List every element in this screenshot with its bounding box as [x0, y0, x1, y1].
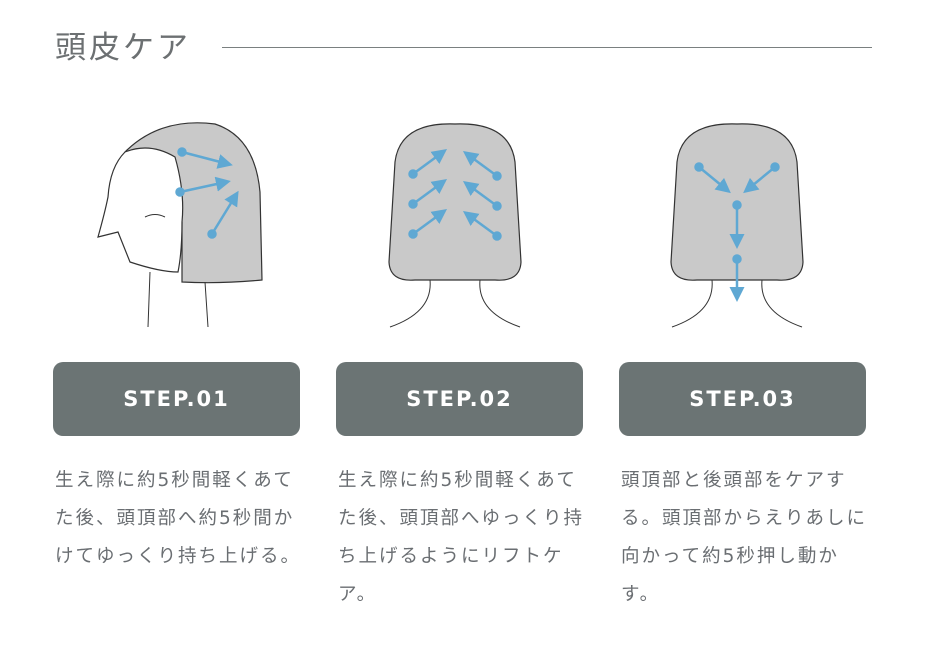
side-head-illustration — [97, 122, 263, 328]
step-03-description: 頭頂部と後頭部をケアする。頭頂部からえりあしに向かって約5秒押し動かす。 — [621, 470, 868, 605]
step-01-button[interactable]: STEP.01 — [53, 362, 300, 436]
step-02-button[interactable]: STEP.02 — [336, 362, 583, 436]
step-02-description: 生え際に約5秒間軽くあてた後、頭頂部へゆっくり持ち上げるようにリフトケア。 — [338, 470, 585, 605]
step-01-description: 生え際に約5秒間軽くあてた後、頭頂部へ約5秒間かけてゆっくり持ち上げる。 — [55, 470, 302, 567]
title-divider — [222, 47, 872, 48]
back-head-illustration — [388, 123, 522, 328]
step-03-button[interactable]: STEP.03 — [619, 362, 866, 436]
page-title: 頭皮ケア — [55, 30, 191, 66]
back-head-top-illustration — [670, 123, 804, 328]
